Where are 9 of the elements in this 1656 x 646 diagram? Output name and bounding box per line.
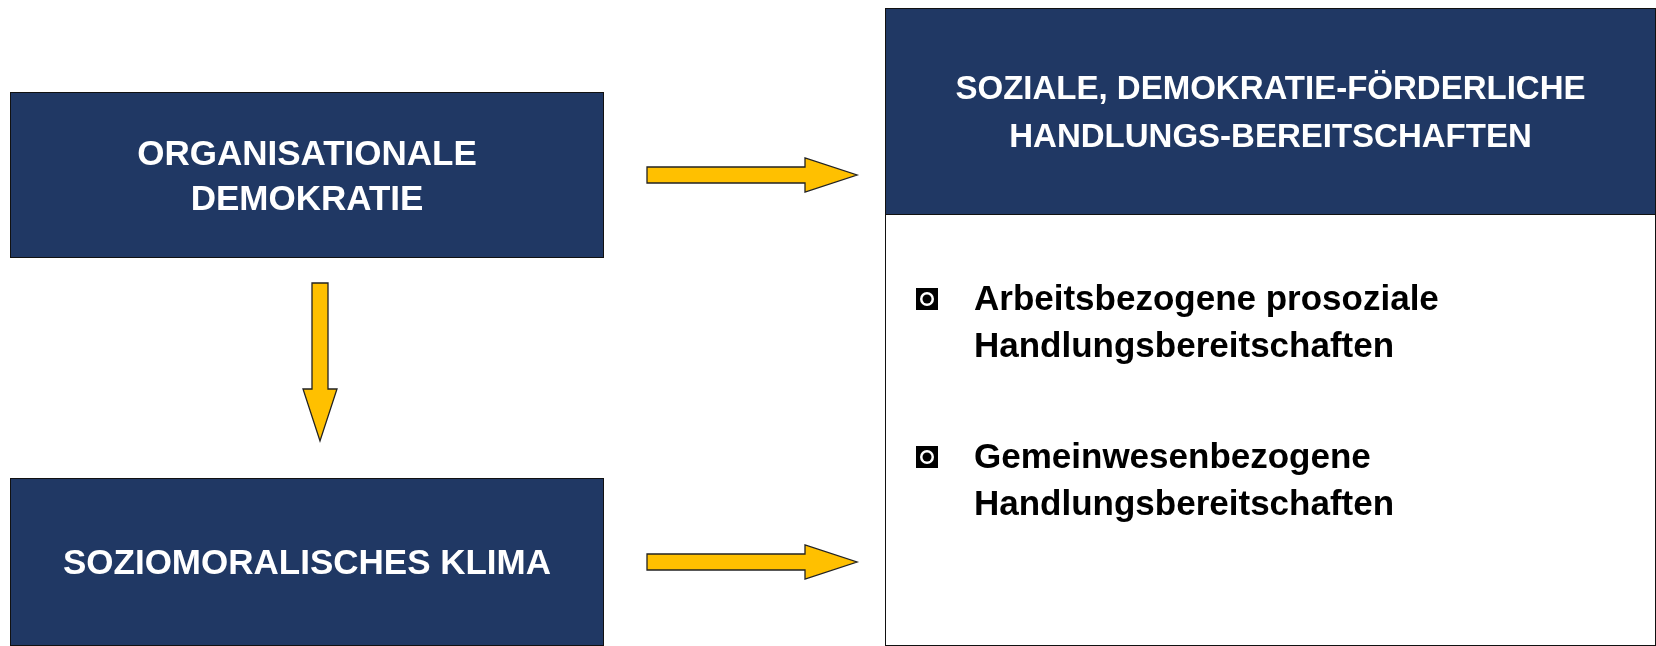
bullet-text: Gemeinwesenbezogene Handlungsbereitschaften [974, 435, 1396, 525]
block-arrow [646, 544, 860, 580]
panel-heading: SOZIALE, DEMOKRATIE-FÖRDERLICHE HANDLUNGS-BEREITSCHAFTEN [886, 9, 1655, 215]
bullet-text: Arbeitsbezogene prosoziale Handlungsbereitschaften [974, 277, 1440, 367]
block-arrow [302, 282, 338, 444]
block-arrow [646, 157, 860, 193]
result-panel [885, 8, 1656, 646]
concept-box: ORGANISATIONALE DEMOKRATIE [10, 92, 604, 258]
concept-box: SOZIOMORALISCHES KLIMA [10, 478, 604, 646]
